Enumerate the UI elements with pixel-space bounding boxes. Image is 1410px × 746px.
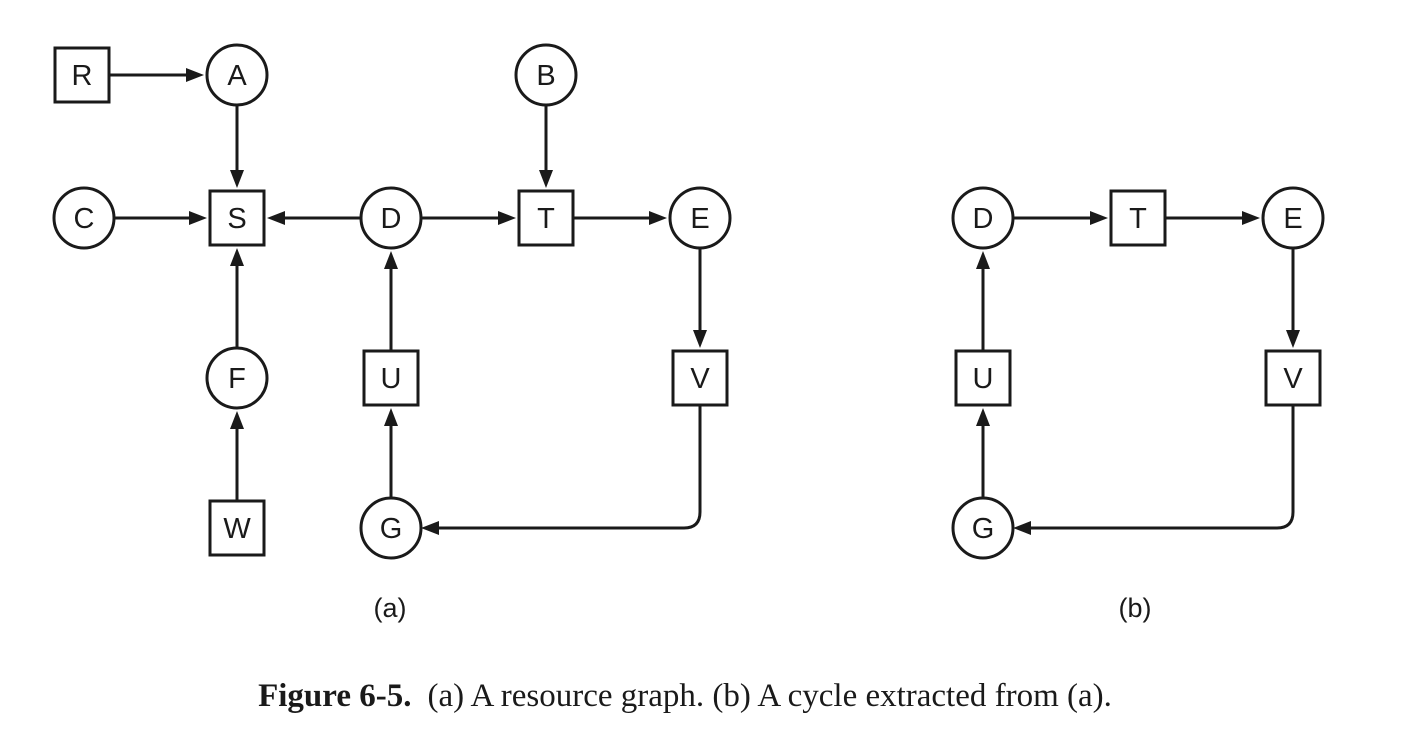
arrowhead-a-V-to-G — [421, 521, 439, 535]
arrowhead-a-A-to-S — [230, 170, 244, 188]
panel-label-a: (a) — [374, 593, 407, 623]
process-circle — [359, 496, 423, 560]
node-label: E — [1283, 203, 1302, 235]
resource-graph-figure: R A B C S D T E F U V W G D T E U V G (a) (b) — [52, 43, 1325, 623]
node-label: E — [690, 203, 709, 235]
node-label: R — [72, 60, 93, 92]
arrowhead-b-D-to-T — [1090, 211, 1108, 225]
node-label: D — [973, 203, 994, 235]
process-node-a-F: F — [205, 346, 269, 410]
node-label: U — [381, 363, 402, 395]
figure-caption: Figure 6-5. (a) A resource graph. (b) A c… — [0, 678, 1370, 715]
node-label: V — [690, 363, 710, 395]
arrowhead-a-R-to-A — [186, 68, 204, 82]
arrowhead-a-C-to-S — [189, 211, 207, 225]
resource-node-a-T: T — [517, 189, 575, 247]
node-label: S — [227, 203, 246, 235]
process-circle — [951, 186, 1015, 250]
arrowhead-a-G-to-U — [384, 408, 398, 426]
figure-caption-text: (a) A resource graph. (b) A cycle extrac… — [427, 678, 1112, 714]
edge-a-V-to-G — [438, 405, 702, 530]
nodes-layer: R A B C S D T E F U V W G D T E U V G — [52, 43, 1325, 560]
node-label: A — [227, 60, 247, 92]
process-node-b-D: D — [951, 186, 1015, 250]
resource-square — [53, 46, 111, 104]
arrowhead-a-D-to-S — [267, 211, 285, 225]
resource-node-b-T: T — [1109, 189, 1167, 247]
node-label: B — [536, 60, 555, 92]
arrowhead-b-V-to-G — [1013, 521, 1031, 535]
process-circle — [1261, 186, 1325, 250]
resource-square — [954, 349, 1012, 407]
node-label: T — [537, 203, 555, 235]
process-circle — [514, 43, 578, 107]
arrowhead-b-E-to-V — [1286, 330, 1300, 348]
process-node-b-G: G — [951, 496, 1015, 560]
arrowhead-a-F-to-S — [230, 248, 244, 266]
process-circle — [668, 186, 732, 250]
resource-square — [208, 499, 266, 557]
node-label: C — [74, 203, 95, 235]
resource-square — [1264, 349, 1322, 407]
process-node-a-B: B — [514, 43, 578, 107]
resource-node-b-V: V — [1264, 349, 1322, 407]
arrowhead-a-E-to-V — [693, 330, 707, 348]
resource-square — [1109, 189, 1167, 247]
process-circle — [359, 186, 423, 250]
node-label: G — [380, 513, 403, 545]
arrowhead-b-U-to-D — [976, 251, 990, 269]
process-circle — [52, 186, 116, 250]
resource-node-a-R: R — [53, 46, 111, 104]
node-label: G — [972, 513, 995, 545]
arrowhead-a-T-to-E — [649, 211, 667, 225]
resource-node-b-U: U — [954, 349, 1012, 407]
node-label: W — [223, 513, 251, 545]
resource-node-a-U: U — [362, 349, 420, 407]
resource-node-a-W: W — [208, 499, 266, 557]
panel-label-b: (b) — [1119, 593, 1152, 623]
resource-square — [671, 349, 729, 407]
arrowhead-a-U-to-D — [384, 251, 398, 269]
arrowhead-a-W-to-F — [230, 411, 244, 429]
process-node-b-E: E — [1261, 186, 1325, 250]
resource-square — [208, 189, 266, 247]
arrowhead-a-B-to-T — [539, 170, 553, 188]
process-node-a-G: G — [359, 496, 423, 560]
resource-node-a-V: V — [671, 349, 729, 407]
edge-b-V-to-G — [1030, 405, 1295, 530]
edges-layer — [109, 68, 1300, 535]
resource-square — [517, 189, 575, 247]
process-circle — [205, 43, 269, 107]
node-label: U — [973, 363, 994, 395]
resource-node-a-S: S — [208, 189, 266, 247]
process-node-a-E: E — [668, 186, 732, 250]
figure-number: Figure 6-5. — [258, 678, 412, 714]
resource-square — [362, 349, 420, 407]
process-circle — [951, 496, 1015, 560]
node-label: F — [228, 363, 246, 395]
process-circle — [205, 346, 269, 410]
process-node-a-C: C — [52, 186, 116, 250]
process-node-a-A: A — [205, 43, 269, 107]
node-label: V — [1283, 363, 1303, 395]
arrowhead-b-G-to-U — [976, 408, 990, 426]
process-node-a-D: D — [359, 186, 423, 250]
arrowhead-a-D-to-T — [498, 211, 516, 225]
node-label: T — [1129, 203, 1147, 235]
arrowhead-b-T-to-E — [1242, 211, 1260, 225]
node-label: D — [381, 203, 402, 235]
